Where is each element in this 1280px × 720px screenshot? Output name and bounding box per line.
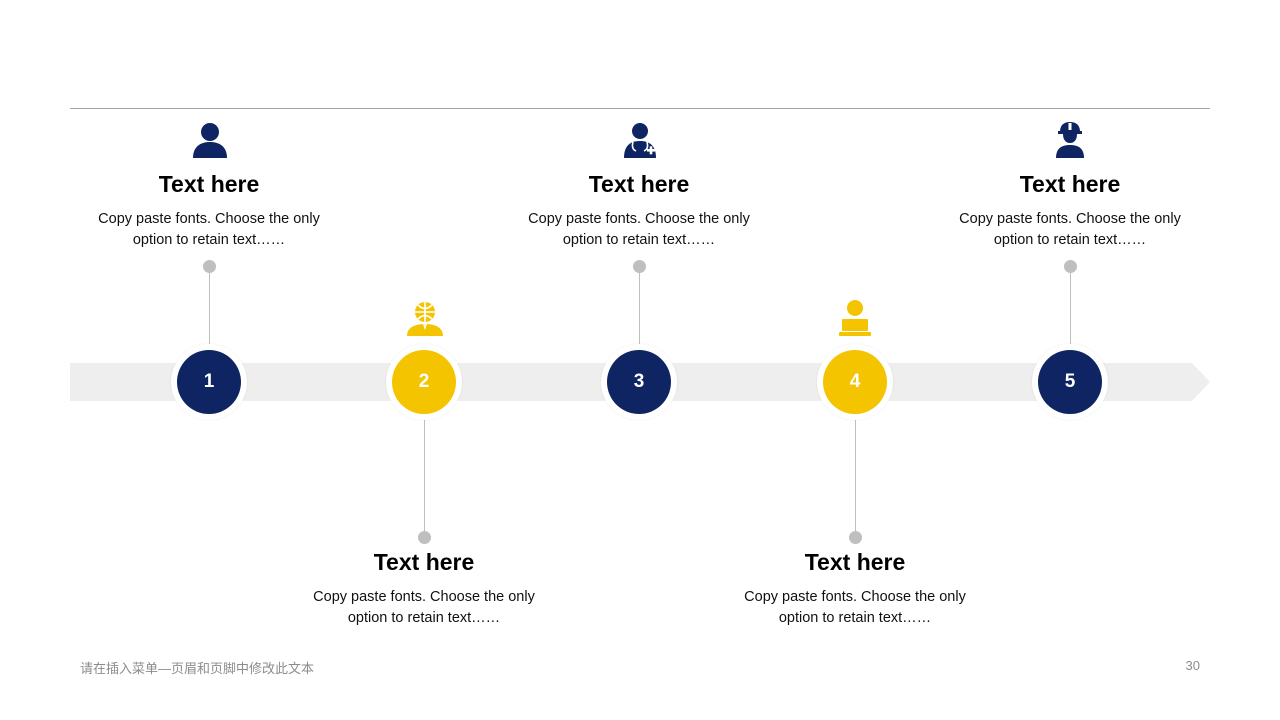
step-block-4: Text here Copy paste fonts. Choose the o… bbox=[725, 548, 985, 629]
connector-dot-4 bbox=[849, 531, 862, 544]
step-node-2: 2 bbox=[392, 350, 456, 414]
step-number-3: 3 bbox=[633, 371, 645, 392]
connector-5 bbox=[1070, 267, 1071, 349]
step-number-5: 5 bbox=[1064, 371, 1076, 392]
connector-dot-1 bbox=[203, 260, 216, 273]
connector-2 bbox=[424, 416, 425, 536]
laptop-user-icon bbox=[839, 300, 871, 336]
worker-helmet-icon bbox=[1056, 122, 1084, 158]
step-desc-3-line2: option to retain text…… bbox=[562, 232, 716, 248]
step-desc-5-line2: option to retain text…… bbox=[993, 232, 1147, 248]
connector-dot-5 bbox=[1064, 260, 1077, 273]
step-title-1: Text here bbox=[158, 171, 260, 197]
step-desc-2-line1: Copy paste fonts. Choose the only bbox=[313, 589, 535, 605]
footer-text: 请在插入菜单—页眉和页脚中修改此文本 bbox=[80, 661, 315, 676]
step-desc-2-line2: option to retain text…… bbox=[347, 610, 501, 626]
step-desc-5-line1: Copy paste fonts. Choose the only bbox=[959, 211, 1181, 227]
doctor-icon bbox=[624, 123, 656, 158]
step-block-5: Text here Copy paste fonts. Choose the o… bbox=[940, 170, 1200, 251]
step-number-4: 4 bbox=[849, 371, 861, 392]
step-desc-1-line1: Copy paste fonts. Choose the only bbox=[98, 211, 320, 227]
step-number-2: 2 bbox=[418, 371, 430, 392]
step-desc-3-line1: Copy paste fonts. Choose the only bbox=[528, 211, 750, 227]
step-title-5: Text here bbox=[1019, 171, 1121, 197]
step-block-3: Text here Copy paste fonts. Choose the o… bbox=[509, 170, 769, 251]
top-divider bbox=[70, 108, 1210, 109]
step-title-2: Text here bbox=[373, 549, 475, 575]
step-node-1: 1 bbox=[177, 350, 241, 414]
step-number-1: 1 bbox=[203, 371, 215, 392]
connector-dot-2 bbox=[418, 531, 431, 544]
step-title-3: Text here bbox=[588, 171, 690, 197]
step-title-4: Text here bbox=[804, 549, 906, 575]
person-icon bbox=[193, 123, 227, 158]
step-block-2: Text here Copy paste fonts. Choose the o… bbox=[294, 548, 554, 629]
step-desc-3: Copy paste fonts. Choose the only option… bbox=[509, 209, 769, 251]
step-desc-4: Copy paste fonts. Choose the only option… bbox=[725, 587, 985, 629]
step-node-5: 5 bbox=[1038, 350, 1102, 414]
connector-1 bbox=[209, 267, 210, 349]
step-node-4: 4 bbox=[823, 350, 887, 414]
connector-4 bbox=[855, 416, 856, 536]
step-desc-5: Copy paste fonts. Choose the only option… bbox=[940, 209, 1200, 251]
connector-3 bbox=[639, 267, 640, 349]
step-desc-4-line1: Copy paste fonts. Choose the only bbox=[744, 589, 966, 605]
step-desc-4-line2: option to retain text…… bbox=[778, 610, 932, 626]
connector-dot-3 bbox=[633, 260, 646, 273]
step-desc-2: Copy paste fonts. Choose the only option… bbox=[294, 587, 554, 629]
step-desc-1-line2: option to retain text…… bbox=[132, 232, 286, 248]
step-desc-1: Copy paste fonts. Choose the only option… bbox=[79, 209, 339, 251]
globe-person-icon bbox=[407, 302, 443, 336]
step-block-1: Text here Copy paste fonts. Choose the o… bbox=[79, 170, 339, 251]
step-node-3: 3 bbox=[607, 350, 671, 414]
page-number: 30 bbox=[1185, 658, 1200, 673]
